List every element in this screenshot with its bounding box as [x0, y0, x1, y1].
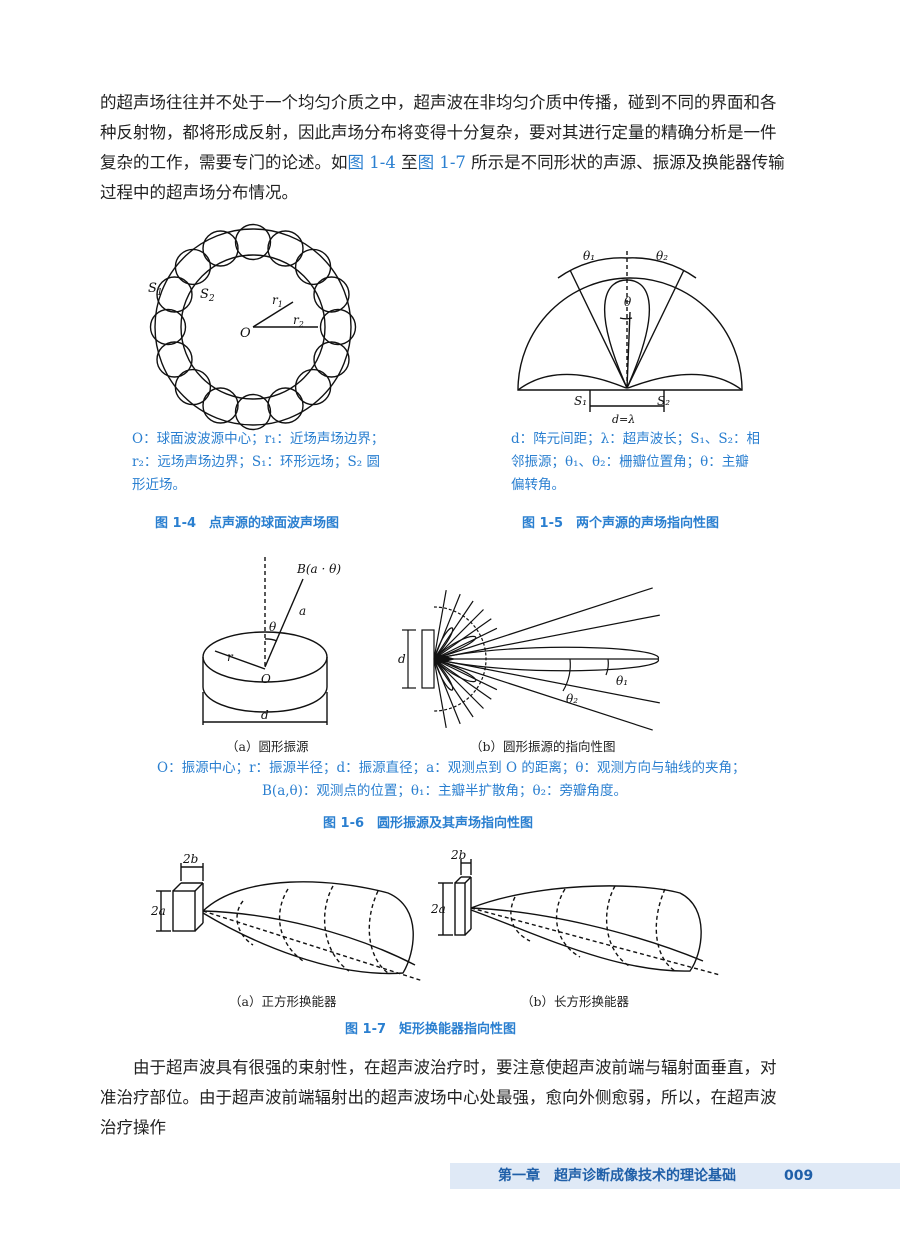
beam-lobe — [202, 881, 414, 975]
intro-text-join: 至 — [395, 153, 418, 172]
intro-text-end: 所示是不同形状的声源、振源及换能器传输过程中的超声场分布情况。 — [100, 153, 785, 202]
inner-circle — [180, 254, 326, 400]
figure-1-7b-diagram: 2b 2a — [430, 848, 721, 976]
label-r2: r2 — [293, 313, 304, 329]
directivity-ray — [433, 658, 660, 704]
figure-1-7a-sublabel: （a）正方形换能器 — [229, 994, 337, 1009]
figure-1-6-legend-line2: B(a,θ)：观测点的位置；θ₁：主瓣半扩散角；θ₂：旁瓣角度。 — [262, 783, 628, 799]
petal-arc — [319, 308, 357, 346]
figure-1-5-legend: d：阵元间距；λ：超声波长；S₁、S₂：相邻振源；θ₁、θ₂：栅瓣位置角；θ：主… — [511, 431, 761, 493]
label-r1: r1 — [272, 293, 283, 309]
petal-arc — [234, 223, 272, 261]
label-theta2: θ₂ — [566, 692, 578, 706]
figure-1-6-legend-line1: O：振源中心；r：振源半径；d：振源直径；a：观测点到 O 的距离；θ：观测方向… — [157, 760, 746, 776]
petal-arc — [267, 387, 304, 424]
figure-1-6a-diagram: B(a · θ) a θ r O d — [202, 557, 341, 725]
label-s2: S2 — [200, 287, 215, 304]
label-d: d — [261, 708, 269, 722]
disc-body — [202, 631, 328, 713]
petal-arc — [156, 276, 193, 313]
label-a: a — [299, 604, 306, 618]
directivity-ray — [433, 600, 474, 660]
petal-arc — [294, 368, 332, 406]
beam-lobe — [470, 885, 702, 972]
label-theta: θ — [269, 620, 277, 634]
outer-circle — [154, 228, 352, 426]
footer-bar — [450, 1163, 900, 1189]
petal-arc — [174, 368, 212, 406]
label-2a: 2a — [430, 902, 446, 916]
intro-paragraph: 的超声场往往并不处于一个均匀介质之中，超声波在非均匀介质中传播，碰到不同的界面和… — [100, 88, 790, 208]
label-theta2: θ₂ — [656, 249, 668, 263]
petal-arc — [202, 387, 239, 424]
directivity-ray — [433, 658, 474, 718]
label-theta1: θ₁ — [616, 674, 628, 688]
petal-arc — [313, 341, 350, 378]
petal-arc — [149, 308, 187, 346]
label-r: r — [227, 650, 234, 664]
intro-text: 的超声场往往并不处于一个均匀介质之中，超声波在非均匀介质中传播，碰到不同的界面和… — [100, 93, 777, 172]
label-2b: 2b — [450, 848, 466, 862]
petal-arc — [294, 248, 332, 286]
petal-arc — [313, 276, 350, 313]
outer-semicircle — [517, 277, 743, 391]
figure-1-4-diagram: S1 S2 O r1 r2 — [148, 223, 357, 431]
figure-1-7b-sublabel: （b）长方形换能器 — [521, 994, 630, 1009]
label-s1: S1 — [148, 281, 163, 298]
petal-arc — [156, 341, 193, 378]
directivity-ray — [433, 587, 653, 660]
page-number: 009 — [784, 1168, 814, 1184]
petal-arc — [174, 248, 212, 286]
figure-1-7a-diagram: 2b 2a — [150, 852, 424, 982]
petal-arc — [202, 230, 239, 267]
directivity-ray — [433, 614, 660, 660]
label-2b: 2b — [182, 852, 198, 866]
label-o: O — [240, 326, 251, 341]
figure-1-6-caption: 图 1-6 圆形振源及其声场指向性图 — [323, 816, 534, 831]
chapter-title: 第一章 超声诊断成像技术的理论基础 — [498, 1168, 736, 1184]
petal-arc — [234, 393, 272, 431]
label-theta: θ — [624, 295, 632, 309]
body-paragraph: 由于超声波具有很强的束射性，在超声波治疗时，要注意使超声波前端与辐射面垂直，对准… — [100, 1058, 777, 1137]
figure-1-6a-sublabel: （a）圆形振源 — [226, 739, 309, 754]
directivity-ray — [433, 658, 498, 691]
figure-ref-1-4[interactable]: 图 1-4 — [347, 153, 396, 172]
label-s2: S₂ — [657, 394, 670, 408]
figure-1-6b-sublabel: （b）圆形振源的指向性图 — [470, 739, 616, 754]
directivity-ray — [433, 589, 447, 660]
figure-1-7-caption: 图 1-7 矩形换能器指向性图 — [345, 1022, 517, 1037]
label-d: d — [398, 652, 406, 666]
figure-1-5-caption: 图 1-5 两个声源的声场指向性图 — [522, 516, 720, 531]
figure-1-5-diagram: θ₁ θ₂ θ S₁ S₂ d=λ — [517, 249, 743, 426]
figure-1-6b-diagram: d θ₁ θ₂ — [398, 587, 660, 731]
directivity-ray — [433, 658, 653, 731]
directivity-ray — [433, 609, 484, 660]
label-2a: 2a — [150, 904, 166, 918]
directivity-ray — [433, 627, 498, 660]
label-o: O — [261, 672, 271, 686]
label-d: d=λ — [612, 413, 635, 426]
directivity-ray — [433, 658, 484, 709]
petal-arc — [267, 230, 304, 267]
figure-1-4-caption: 图 1-4 点声源的球面波声场图 — [155, 516, 340, 531]
figure-ref-1-7[interactable]: 图 1-7 — [417, 153, 466, 172]
directivity-ray — [433, 658, 447, 729]
label-s1: S₁ — [574, 394, 587, 408]
label-b-point: B(a · θ) — [296, 562, 341, 576]
figure-1-4-legend: O：球面波波源中心；r₁：近场声场边界；r₂：远场声场边界；S₁：环形远场；S₂… — [132, 431, 385, 493]
label-theta1: θ₁ — [583, 249, 595, 263]
